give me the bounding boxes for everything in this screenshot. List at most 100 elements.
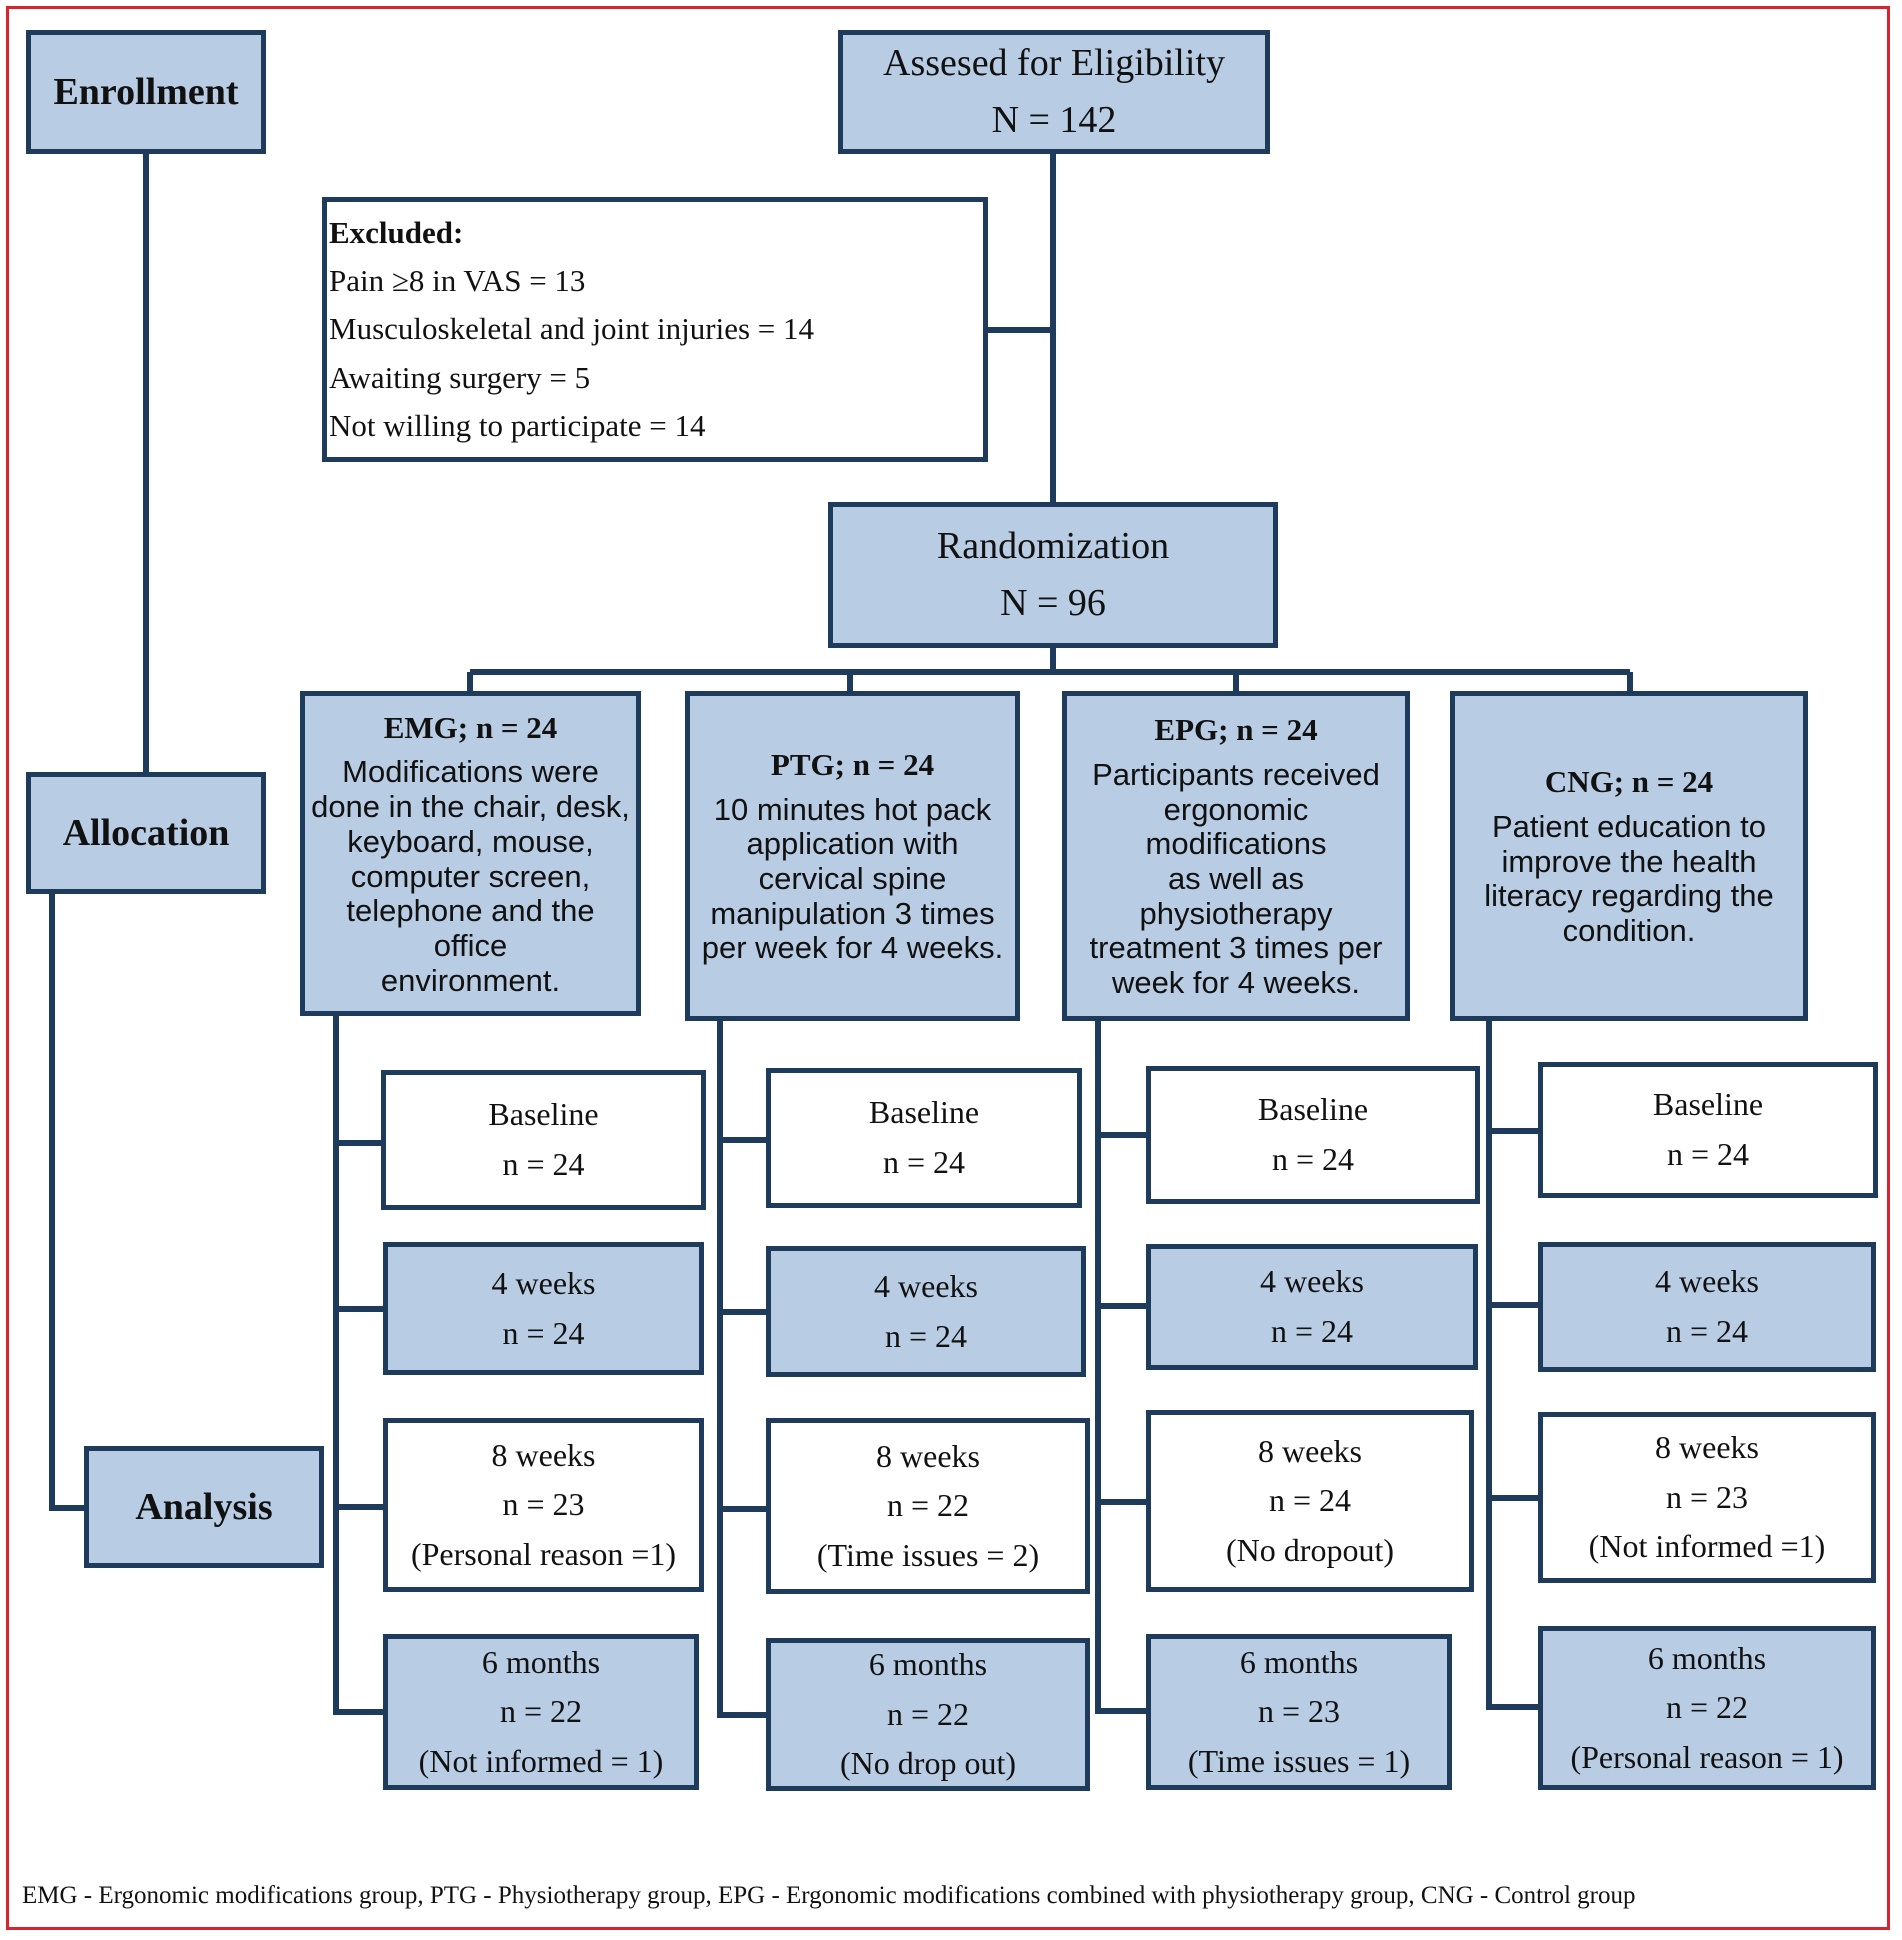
timepoint-note: (Time issues = 2) [816, 1536, 1040, 1573]
cng-4weeks-box: 4 weeks n = 24 [1538, 1242, 1876, 1372]
timepoint-count: n = 22 [499, 1693, 583, 1730]
timepoint-label: Baseline [488, 1096, 599, 1133]
timepoint-count: n = 24 [1666, 1136, 1750, 1172]
eligibility-title: Assesed for Eligibility [883, 42, 1225, 84]
enrollment-text: Enrollment [53, 71, 239, 113]
group-description-line: condition. [1562, 913, 1696, 949]
figure-frame [6, 6, 1890, 1930]
ptg-6months-box: 6 months n = 22 (No drop out) [766, 1638, 1090, 1791]
excluded-item: Not willing to participate = 14 [329, 407, 706, 443]
group-description-line: computer screen, [350, 858, 591, 894]
timepoint-note: (No drop out) [840, 1745, 1016, 1782]
timepoint-label: 6 months [1647, 1639, 1767, 1676]
timepoint-label: 6 months [868, 1646, 988, 1683]
timepoint-note: (No dropout) [1226, 1531, 1394, 1568]
group-description-line: manipulation 3 times [710, 895, 995, 931]
group-description-line: literacy regarding the [1484, 878, 1774, 914]
timepoint-note: (Not informed =1) [1588, 1528, 1826, 1565]
group-title: PTG; n = 24 [770, 746, 935, 782]
group-description-line: application with [746, 826, 959, 862]
group-description-line: per week for 4 weeks. [701, 930, 1004, 966]
eligibility-count: N = 142 [991, 99, 1117, 141]
epg-4weeks-box: 4 weeks n = 24 [1146, 1244, 1478, 1370]
group-box-epg: EPG; n = 24 Participants received ergono… [1062, 691, 1410, 1021]
analysis-text: Analysis [135, 1486, 273, 1528]
timepoint-note: (Personal reason =1) [410, 1535, 677, 1572]
randomization-box: Randomization N = 96 [828, 502, 1278, 648]
group-description-line: ergonomic modifications [1145, 791, 1327, 862]
enrollment-label: Enrollment [26, 30, 266, 154]
timepoint-note: (Personal reason = 1) [1570, 1738, 1844, 1775]
timepoint-label: 4 weeks [491, 1264, 596, 1301]
group-description-line: telephone and the office [346, 893, 595, 963]
emg-4weeks-box: 4 weeks n = 24 [383, 1242, 704, 1375]
group-description-line: keyboard, mouse, [347, 823, 594, 859]
group-description-line: Participants received [1092, 756, 1380, 792]
emg-6months-box: 6 months n = 22 (Not informed = 1) [383, 1634, 699, 1790]
randomization-title: Randomization [936, 525, 1170, 567]
eligibility-box: Assesed for Eligibility N = 142 [838, 30, 1270, 154]
timepoint-count: n = 24 [502, 1314, 585, 1351]
group-title: CNG; n = 24 [1544, 764, 1714, 800]
timepoint-count: n = 22 [1665, 1689, 1749, 1726]
timepoint-label: Baseline [1257, 1091, 1369, 1128]
randomization-count: N = 96 [1000, 582, 1106, 624]
emg-8weeks-box: 8 weeks n = 23 (Personal reason =1) [383, 1418, 704, 1592]
allocation-label: Allocation [26, 772, 266, 894]
timepoint-count: n = 23 [1665, 1478, 1749, 1515]
excluded-box: Excluded: Pain ≥8 in VAS = 13 Musculoske… [322, 197, 988, 462]
ptg-4weeks-box: 4 weeks n = 24 [766, 1246, 1086, 1377]
group-description-line: environment. [380, 962, 561, 998]
timepoint-label: Baseline [1652, 1086, 1764, 1123]
timepoint-label: 8 weeks [876, 1437, 980, 1474]
timepoint-count: n = 22 [886, 1695, 970, 1732]
epg-6months-box: 6 months n = 23 (Time issues = 1) [1146, 1634, 1452, 1790]
timepoint-note: (Time issues = 1) [1187, 1742, 1411, 1779]
group-description-line: cervical spine [758, 861, 947, 897]
group-box-cng: CNG; n = 24 Patient education to improve… [1450, 691, 1808, 1021]
abbreviation-footnote: EMG - Ergonomic modifications group, PTG… [22, 1882, 1636, 1909]
timepoint-count: n = 24 [882, 1144, 966, 1180]
excluded-heading: Excluded: [329, 215, 464, 251]
timepoint-count: n = 24 [1665, 1313, 1749, 1349]
emg-baseline-box: Baseline n = 24 [381, 1070, 706, 1210]
group-description-line: Modifications were [342, 754, 599, 790]
timepoint-count: n = 24 [1271, 1141, 1355, 1177]
group-description-line: done in the chair, desk, [311, 789, 630, 825]
group-description-line: as well as physiotherapy [1139, 861, 1333, 931]
group-box-emg: EMG; n = 24 Modifications were done in t… [300, 691, 641, 1016]
cng-8weeks-box: 8 weeks n = 23 (Not informed =1) [1538, 1412, 1876, 1583]
group-title: EPG; n = 24 [1154, 712, 1318, 748]
timepoint-count: n = 23 [502, 1486, 585, 1523]
timepoint-label: 8 weeks [491, 1436, 596, 1473]
timepoint-count: n = 22 [886, 1487, 970, 1524]
group-description-line: improve the health [1501, 843, 1757, 879]
group-description-line: week for 4 weeks. [1111, 965, 1361, 1001]
timepoint-label: 8 weeks [1258, 1432, 1362, 1469]
epg-8weeks-box: 8 weeks n = 24 (No dropout) [1146, 1410, 1474, 1592]
group-box-ptg: PTG; n = 24 10 minutes hot pack applicat… [685, 691, 1020, 1021]
timepoint-count: n = 24 [884, 1317, 968, 1354]
timepoint-label: 6 months [481, 1643, 601, 1680]
excluded-item: Pain ≥8 in VAS = 13 [329, 263, 586, 299]
group-description-line: 10 minutes hot pack [713, 791, 992, 827]
excluded-item: Awaiting surgery = 5 [329, 359, 591, 395]
timepoint-count: n = 23 [1257, 1693, 1341, 1730]
timepoint-label: 4 weeks [874, 1267, 978, 1304]
timepoint-count: n = 24 [1270, 1313, 1354, 1349]
timepoint-note: (Not informed = 1) [418, 1742, 664, 1779]
analysis-label: Analysis [84, 1446, 324, 1568]
timepoint-label: 4 weeks [1260, 1263, 1364, 1300]
allocation-text: Allocation [62, 812, 230, 854]
cng-baseline-box: Baseline n = 24 [1538, 1062, 1878, 1198]
timepoint-label: 4 weeks [1655, 1263, 1759, 1300]
epg-baseline-box: Baseline n = 24 [1146, 1066, 1480, 1204]
timepoint-label: 8 weeks [1655, 1429, 1759, 1466]
ptg-8weeks-box: 8 weeks n = 22 (Time issues = 2) [766, 1418, 1090, 1594]
group-title: EMG; n = 24 [383, 709, 558, 745]
timepoint-label: Baseline [868, 1094, 980, 1131]
ptg-baseline-box: Baseline n = 24 [766, 1068, 1082, 1208]
excluded-item: Musculoskeletal and joint injuries = 14 [329, 311, 814, 347]
timepoint-label: 6 months [1239, 1643, 1359, 1680]
